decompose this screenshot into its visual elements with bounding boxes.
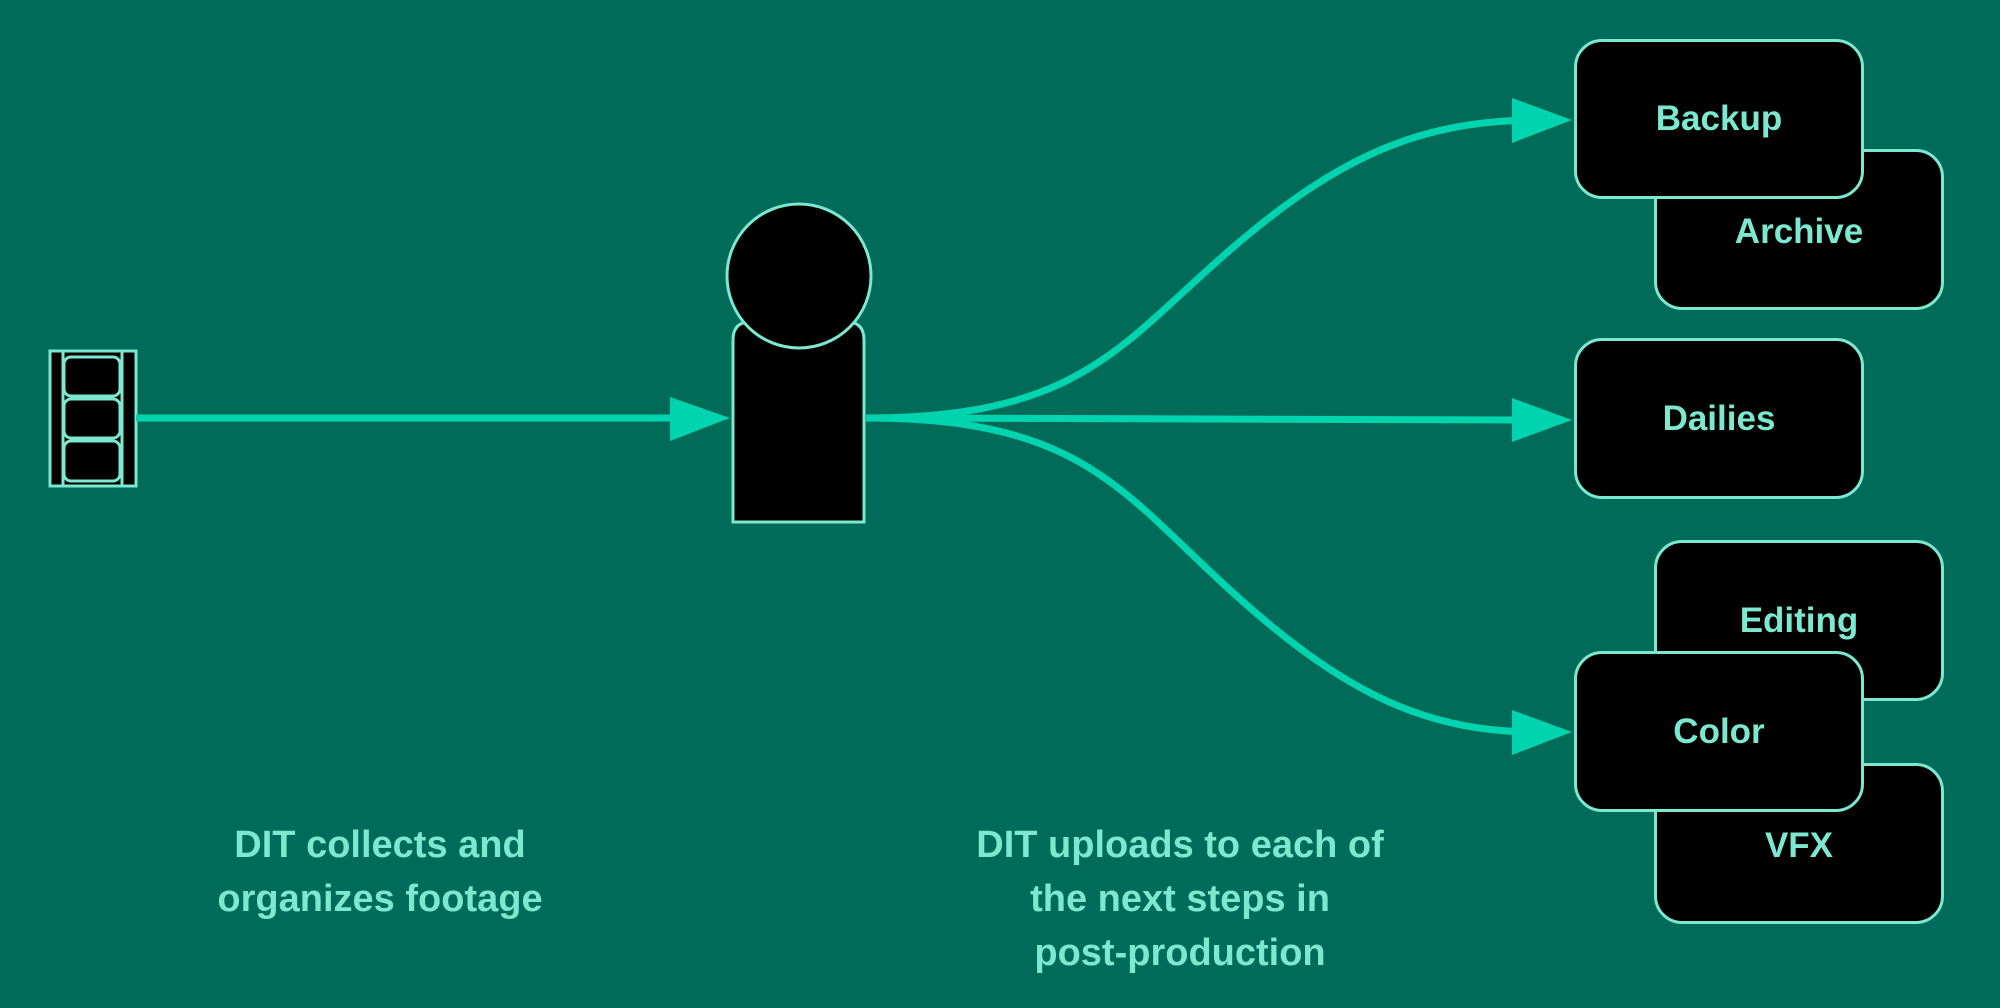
- node-color: Color: [1574, 651, 1864, 812]
- node-backup-label: Backup: [1655, 99, 1783, 138]
- arrow-dit-to-color: [865, 414, 1572, 755]
- arrow-source-to-dit: [136, 397, 730, 441]
- caption-collect-line-2: organizes footage: [217, 878, 543, 920]
- node-dailies: Dailies: [1574, 338, 1864, 499]
- node-archive-label: Archive: [1734, 212, 1864, 251]
- caption-upload: DIT uploads to each of the next steps in…: [930, 818, 1430, 980]
- caption-upload-line-1: DIT uploads to each of: [976, 824, 1384, 866]
- node-vfx-label: VFX: [1764, 826, 1834, 865]
- person-icon: [725, 202, 873, 524]
- caption-upload-line-3: post-production: [1034, 932, 1326, 974]
- caption-upload-line-2: the next steps in: [1030, 878, 1330, 920]
- caption-collect-line-1: DIT collects and: [234, 824, 526, 866]
- arrow-dit-to-dailies: [865, 398, 1572, 442]
- node-backup: Backup: [1574, 39, 1864, 199]
- arrow-dit-to-backup: [865, 98, 1572, 422]
- node-editing-label: Editing: [1739, 601, 1859, 640]
- film-strip-icon: [48, 349, 138, 488]
- caption-collect: DIT collects and organizes footage: [170, 818, 590, 926]
- node-color-label: Color: [1673, 711, 1765, 751]
- node-dailies-label: Dailies: [1662, 398, 1776, 438]
